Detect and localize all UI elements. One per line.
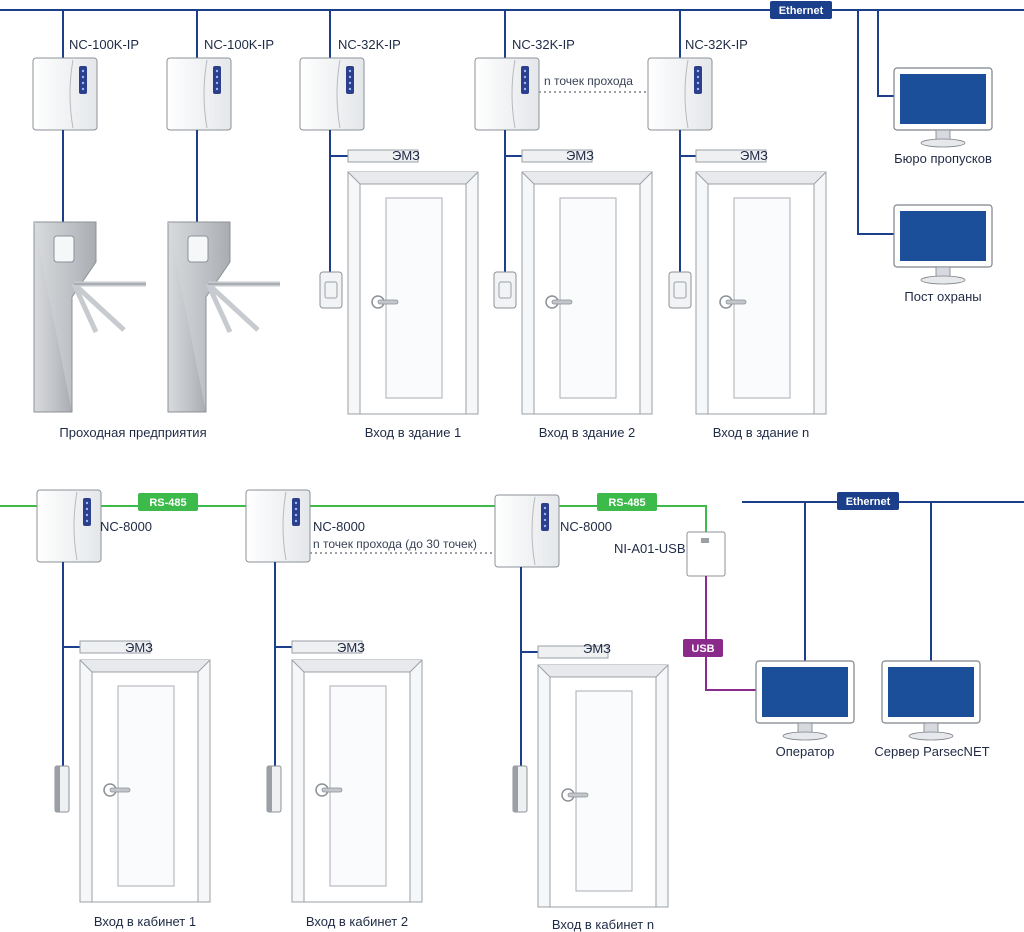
controller-label-b3: NC-8000	[560, 519, 612, 534]
monitor-pass-office	[893, 67, 993, 148]
turnstile-2	[168, 222, 280, 412]
door-caption-building-2: Вход в здание 2	[539, 425, 636, 440]
controller-label-1: NC-100K-IP	[69, 37, 139, 52]
n-points-label-top: n точек прохода	[544, 74, 633, 88]
door-cabinet-2	[291, 659, 423, 903]
door-caption-cabinet-1: Вход в кабинет 1	[94, 914, 196, 929]
door-caption-cabinet-2: Вход в кабинет 2	[306, 914, 408, 929]
controller-nc32k-1	[299, 57, 365, 131]
lock-label-top-1: ЭМЗ	[392, 148, 420, 163]
controller-nc32k-3	[647, 57, 713, 131]
usb-cable	[705, 576, 760, 691]
monitor-caption-server: Сервер ParsecNET	[874, 744, 989, 759]
rs485-tag-1	[138, 493, 198, 511]
controller-label-4: NC-32K-IP	[512, 37, 575, 52]
converter-label: NI-A01-USB	[614, 541, 686, 556]
n-points-label-bottom: n точек прохода (до 30 точек)	[313, 537, 477, 551]
reader-top-2	[493, 271, 517, 309]
lock-label-top-n: ЭМЗ	[740, 148, 768, 163]
controller-nc8000-1	[36, 489, 102, 563]
lock-label-top-2: ЭМЗ	[566, 148, 594, 163]
controller-nc32k-2	[474, 57, 540, 131]
monitor-caption-guard-post: Пост охраны	[904, 289, 981, 304]
reader-bottom-n	[512, 765, 528, 813]
reader-top-1	[319, 271, 343, 309]
monitor-guard-post	[893, 204, 993, 285]
controller-label-b2: NC-8000	[313, 519, 365, 534]
door-building-2	[521, 171, 653, 415]
usb-label: USB	[691, 643, 714, 655]
ethernet-tag-bottom	[837, 492, 899, 510]
reader-top-n	[668, 271, 692, 309]
rs485-tag-2	[597, 493, 657, 511]
door-cabinet-1	[79, 659, 211, 903]
monitor-caption-operator: Оператор	[776, 744, 835, 759]
monitor-caption-pass-office: Бюро пропусков	[894, 151, 992, 166]
door-cabinet-n	[537, 664, 669, 908]
monitor-operator	[755, 660, 855, 741]
lock-label-bottom-2: ЭМЗ	[337, 640, 365, 655]
ethernet-label-top: Ethernet	[779, 5, 824, 17]
controller-nc8000-3	[494, 494, 560, 568]
door-caption-building-1: Вход в здание 1	[365, 425, 462, 440]
rs485-label-2: RS-485	[608, 497, 645, 509]
controller-label-b1: NC-8000	[100, 519, 152, 534]
door-caption-building-n: Вход в здание n	[713, 425, 810, 440]
rs485-bus	[0, 505, 707, 532]
controller-nc100k-2	[166, 57, 232, 131]
turnstile-1	[34, 222, 146, 412]
door-building-n	[695, 171, 827, 415]
usb-tag	[683, 639, 723, 657]
ethernet-tag-top	[770, 1, 832, 19]
door-caption-cabinet-n: Вход в кабинет n	[552, 917, 654, 932]
controller-nc100k-1	[32, 57, 98, 131]
turnstile-caption: Проходная предприятия	[59, 425, 206, 440]
controller-label-2: NC-100K-IP	[204, 37, 274, 52]
door-building-1	[347, 171, 479, 415]
lock-label-bottom-n: ЭМЗ	[583, 641, 611, 656]
reader-bottom-1	[54, 765, 70, 813]
reader-bottom-2	[266, 765, 282, 813]
lock-label-bottom-1: ЭМЗ	[125, 640, 153, 655]
controller-nc8000-2	[245, 489, 311, 563]
controller-label-3: NC-32K-IP	[338, 37, 401, 52]
rs485-label-1: RS-485	[149, 497, 186, 509]
controller-label-5: NC-32K-IP	[685, 37, 748, 52]
monitor-server	[881, 660, 981, 741]
ethernet-label-bottom: Ethernet	[846, 496, 891, 508]
